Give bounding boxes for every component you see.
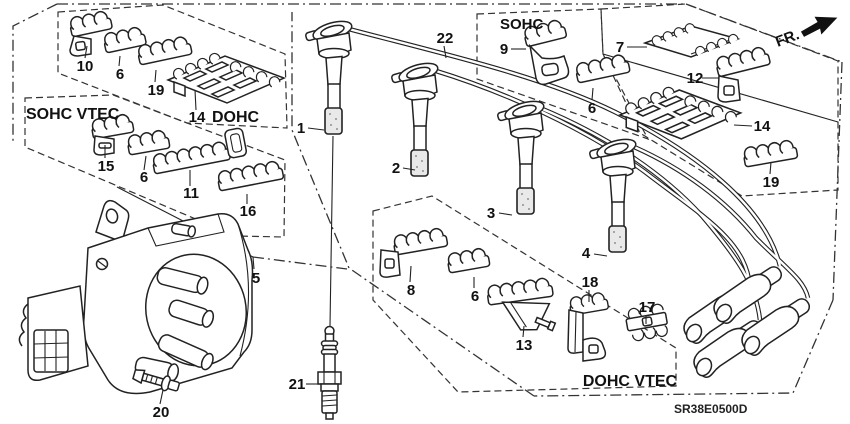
part-7-tray — [645, 22, 739, 57]
callout-14-right: 14 — [754, 118, 771, 135]
distributor-assembly — [18, 199, 254, 395]
plug-wire-2 — [389, 58, 441, 177]
callout-14-dohc: 14 — [189, 109, 206, 126]
callout-4: 4 — [582, 245, 591, 262]
callout-13: 13 — [516, 337, 533, 354]
callout-6-dohc-vtec: 6 — [471, 288, 479, 305]
fr-label: FR. — [773, 26, 802, 51]
group-box-dohc — [57, 4, 288, 129]
callout-2: 2 — [392, 160, 400, 177]
callout-22: 22 — [437, 30, 454, 47]
callout-8: 8 — [407, 282, 415, 299]
part-14-tray-dohc — [168, 52, 284, 103]
group-label-sohc: SOHC — [500, 16, 544, 33]
callout-5: 5 — [252, 270, 260, 287]
plug-wire-3 — [495, 96, 547, 215]
group-box-dohc-vtec — [372, 195, 677, 393]
callout-18: 18 — [582, 274, 599, 291]
group-label-sohc-vtec: SOHC VTEC — [26, 106, 120, 123]
callout-16: 16 — [240, 203, 257, 220]
part-12-clamp — [715, 46, 771, 103]
part-11-clamp — [150, 127, 248, 174]
part-19-clamp-right — [742, 139, 797, 167]
plug-wire-4 — [587, 134, 639, 253]
front-direction-indicator: FR. — [773, 16, 838, 51]
part-6-clamp-sohc-vtec — [126, 129, 170, 155]
part-6-clamp-sohc — [574, 53, 630, 83]
callout-7: 7 — [616, 39, 624, 56]
ignition-cable-3 — [539, 105, 763, 321]
callout-19-dohc: 19 — [148, 82, 165, 99]
fr-arrow-icon — [800, 16, 838, 37]
part-18-clamp — [567, 292, 609, 362]
part-15-clamp — [90, 113, 134, 156]
callout-15: 15 — [98, 158, 115, 175]
callout-12: 12 — [687, 70, 704, 87]
callout-1: 1 — [297, 120, 305, 137]
callout-17: 17 — [639, 299, 656, 316]
part-13-clamp — [486, 277, 557, 332]
diagram-code: SR38E0500D — [674, 402, 748, 416]
callout-21: 21 — [289, 376, 306, 393]
callout-10: 10 — [77, 58, 94, 75]
wire-end-boot-4 — [740, 295, 813, 357]
group-box-sohc — [476, 8, 650, 141]
part-20-bolt — [132, 369, 180, 392]
callout-9: 9 — [500, 41, 508, 58]
group-label-dohc: DOHC — [212, 109, 260, 126]
callout-11: 11 — [183, 185, 199, 202]
callout-3: 3 — [487, 205, 495, 222]
callout-20: 20 — [153, 404, 170, 421]
part-8-clamp — [379, 227, 448, 278]
callout-6-sohc-vtec: 6 — [140, 169, 148, 186]
callout-leader-lines — [84, 45, 772, 405]
group-box-sohc-vtec — [24, 94, 286, 238]
wire1-to-plug-line — [329, 135, 334, 327]
part-16-clamp — [216, 160, 283, 191]
callout-6-sohc: 6 — [588, 100, 596, 117]
group-label-dohc-vtec: DOHC VTEC — [583, 373, 678, 390]
callout-6-dohc: 6 — [116, 66, 124, 83]
plug-wire-1 — [303, 16, 355, 135]
part-6-clamp-dohc-vtec — [446, 247, 490, 273]
part-9-clamp — [523, 19, 570, 86]
callout-19-right: 19 — [763, 174, 780, 191]
spark-plug — [317, 325, 342, 420]
